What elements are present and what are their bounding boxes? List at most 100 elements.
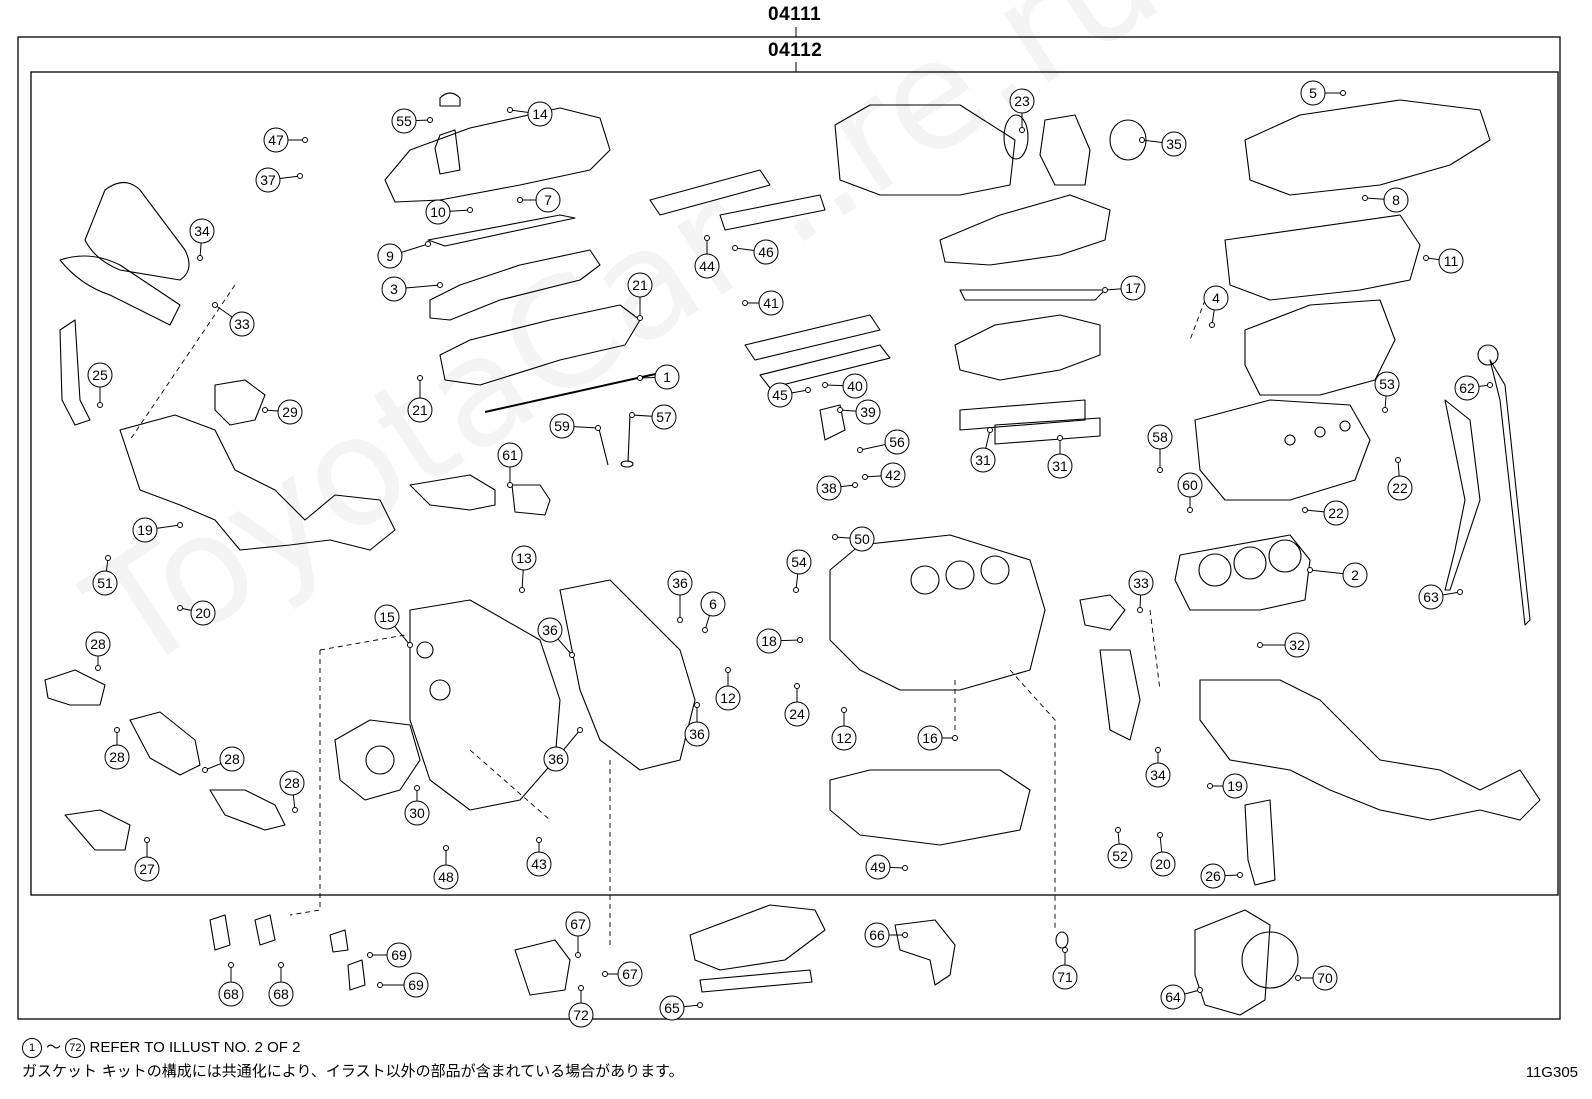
leader-dot: [1395, 457, 1401, 463]
leader-dot: [1197, 987, 1203, 993]
leader-dot: [862, 474, 868, 480]
leader-dot: [417, 375, 423, 381]
callout-circle: [407, 397, 433, 423]
callout-62: 62: [1454, 375, 1493, 401]
inner-assembly-frame: [30, 71, 1559, 896]
callout-7: 7: [517, 187, 561, 213]
callout-12: 12: [831, 707, 857, 751]
reference-note: 1 ～ 72 REFER TO ILLUST NO. 2 OF 2: [22, 1036, 300, 1059]
callout-42: 42: [862, 462, 906, 488]
leader-dot: [425, 241, 431, 247]
callout-18: 18: [756, 628, 803, 654]
callout-number: 63: [1423, 589, 1439, 605]
leader-dot: [1137, 607, 1143, 613]
leader-dot: [832, 534, 838, 540]
callout-circle: [767, 382, 793, 408]
callout-circle: [219, 746, 245, 772]
callout-number: 58: [1152, 429, 1168, 445]
callout-28: 28: [104, 727, 130, 770]
callout-36: 36: [543, 727, 583, 772]
callout-circle: [1009, 88, 1035, 114]
callout-number: 65: [664, 1000, 680, 1016]
leader-dot: [793, 587, 799, 593]
callout-28: 28: [85, 631, 111, 671]
leader-dot: [702, 627, 708, 633]
callout-circle: [659, 995, 685, 1021]
callout-number: 28: [224, 751, 240, 767]
callout-48: 48: [433, 845, 459, 890]
leader-dot: [952, 735, 958, 741]
leader-dot: [467, 207, 473, 213]
callout-number: 46: [758, 244, 774, 260]
leader-dot: [97, 402, 103, 408]
callout-28: 28: [279, 770, 305, 813]
callout-71: 71: [1052, 947, 1078, 990]
callout-51: 51: [92, 555, 118, 596]
callout-number: 20: [195, 605, 211, 621]
callout-number: 68: [223, 986, 239, 1002]
callout-number: 30: [409, 805, 425, 821]
ref-tilde: ～: [46, 1039, 62, 1056]
callout-72: 72: [568, 985, 594, 1028]
callout-49: 49: [865, 854, 908, 880]
exhaust-manifold-right: [1199, 679, 1541, 821]
callout-circle: [535, 187, 561, 213]
callout-circle: [694, 253, 720, 279]
callout-number: 60: [1182, 477, 1198, 493]
callout-number: 8: [1392, 192, 1400, 208]
callout-12: 12: [715, 667, 741, 711]
callout-46: 46: [732, 239, 779, 265]
leader-dot: [1302, 507, 1308, 513]
timing-chain-cover: [409, 599, 561, 811]
callout-number: 6: [709, 596, 717, 612]
callout-20: 20: [177, 600, 216, 626]
callout-54: 54: [786, 549, 812, 593]
callout-circle: [1150, 851, 1176, 877]
leader-dot: [629, 412, 635, 418]
callout-circle: [855, 399, 881, 425]
callout-13: 13: [511, 545, 537, 593]
callout-3: 3: [381, 276, 443, 302]
callout-number: 24: [789, 706, 805, 722]
leader-dot: [177, 605, 183, 611]
leader-dot: [805, 387, 811, 393]
leader-dot: [602, 971, 608, 977]
callout-circle: [700, 591, 726, 617]
callout-number: 52: [1112, 848, 1128, 864]
leader-dot: [507, 482, 513, 488]
callout-circle: [565, 911, 591, 937]
leader-dot: [1362, 195, 1368, 201]
callout-circle: [263, 127, 289, 153]
leader-dot: [367, 952, 373, 958]
callout-circle: [433, 864, 459, 890]
callout-number: 10: [430, 204, 446, 220]
callout-circle: [970, 447, 996, 473]
callout-23: 23: [1009, 88, 1035, 133]
callout-37: 37: [255, 167, 303, 193]
callout-number: 67: [622, 966, 638, 982]
callout-number: 44: [699, 258, 715, 274]
callout-number: 22: [1328, 505, 1344, 521]
callout-17: 17: [1102, 275, 1146, 301]
callout-circle: [568, 1002, 594, 1028]
callout-circle: [1374, 371, 1400, 397]
callout-number: 32: [1289, 637, 1305, 653]
callout-circle: [758, 290, 784, 316]
callout-53: 53: [1374, 371, 1400, 413]
callout-circle: [218, 981, 244, 1007]
callout-number: 69: [408, 977, 424, 993]
callout-number: 31: [975, 452, 991, 468]
callout-70: 70: [1295, 965, 1338, 991]
callout-41: 41: [742, 290, 784, 316]
leader-dot: [987, 427, 993, 433]
cylinder-head-cover-left: [384, 107, 611, 203]
callout-number: 2: [1351, 567, 1359, 583]
leader-dot: [1487, 382, 1493, 388]
leader-dot: [202, 767, 208, 773]
callout-number: 17: [1125, 280, 1141, 296]
callout-number: 34: [1150, 767, 1166, 783]
callout-number: 7: [544, 192, 552, 208]
leader-dot: [278, 962, 284, 968]
leader-dot: [1257, 642, 1263, 648]
